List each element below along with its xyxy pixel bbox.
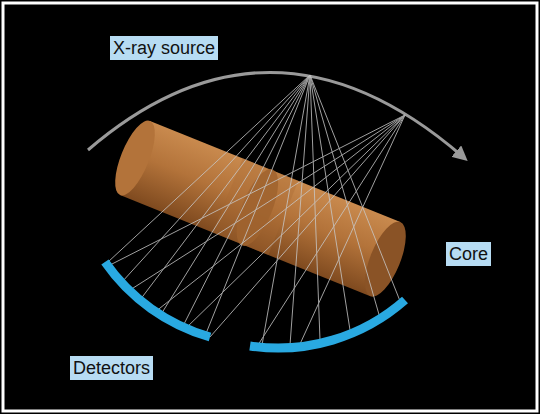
- frame: [3, 3, 537, 411]
- detector-arc: [105, 262, 210, 337]
- label: X-ray source: [110, 36, 218, 60]
- detector-arc: [250, 300, 405, 348]
- label: Core: [446, 242, 491, 266]
- core-cylinder: [107, 115, 415, 303]
- label: Detectors: [70, 356, 153, 380]
